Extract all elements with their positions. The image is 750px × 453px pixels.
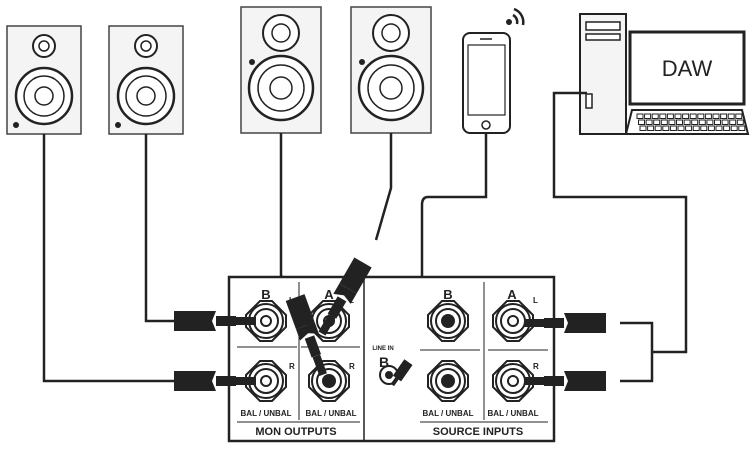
cable-phone-to-line-in (404, 133, 488, 369)
line-in-label: LINE IN (372, 346, 393, 352)
source-pair-b-label: B (443, 287, 452, 302)
keyboard-key (697, 113, 705, 119)
keyboard-key (662, 125, 670, 131)
line-in-jack[interactable] (379, 365, 399, 385)
keyboard-key (654, 125, 662, 131)
keyboard-key (659, 113, 667, 119)
keyboard-key (645, 119, 653, 125)
keyboard-key (720, 113, 728, 119)
interface-panel (227, 275, 556, 443)
keyboard-key (682, 113, 690, 119)
keyboard-key (692, 125, 700, 131)
keyboard-key (677, 125, 685, 131)
mon-b-balance-label: BAL / UNBAL (241, 409, 292, 418)
source-a-right-marker: R (533, 362, 539, 371)
keyboard-key (644, 113, 652, 119)
keyboard-key (666, 113, 674, 119)
keyboard-key (676, 119, 683, 125)
keyboard-key (660, 119, 668, 125)
keyboard-key (683, 119, 691, 125)
keyboard-key (636, 113, 644, 119)
keyboard-key (668, 119, 676, 125)
mon-pair-a-label: A (324, 287, 334, 302)
keyboard-key (729, 119, 737, 125)
cable-large-speaker-2-to-mon-a-left (374, 133, 393, 241)
mon-a-balance-label: BAL / UNBAL (306, 409, 357, 418)
keyboard-key (700, 125, 708, 131)
mon-a-right-marker: R (349, 362, 355, 371)
keyboard-key (674, 113, 682, 119)
keyboard-key (736, 119, 744, 125)
keyboard-icon (624, 109, 750, 135)
speaker-large-1 (240, 6, 322, 134)
monitor-icon: DAW (628, 30, 746, 106)
cable-computer-to-source-a (552, 91, 688, 354)
keyboard-key (691, 119, 699, 125)
keyboard-key (738, 125, 746, 131)
keyboard-key (689, 113, 697, 119)
source-b-balance-label: BAL / UNBAL (423, 409, 474, 418)
keyboard-key (651, 113, 659, 119)
source-inputs-title: SOURCE INPUTS (433, 426, 523, 438)
source-a-balance-label: BAL / UNBAL (488, 409, 539, 418)
smartphone-icon (462, 32, 511, 134)
speaker-large-2 (350, 6, 432, 134)
keyboard-key (638, 119, 645, 125)
cables (42, 91, 688, 383)
plug-phone-to-line-in (390, 359, 413, 387)
plug-speaker-1-to-mon-b-right (174, 371, 256, 391)
mon-outputs-title: MON OUTPUTS (255, 426, 336, 438)
keyboard-key (723, 125, 731, 131)
keyboard-key (715, 125, 723, 131)
keyboard-key (707, 125, 715, 131)
computer-tower-icon (579, 13, 627, 135)
plug-speaker-2-to-mon-b-left (174, 311, 256, 331)
cable-speaker-1-to-mon-b-right (42, 134, 178, 383)
plug-daw-to-source-a-right (524, 371, 606, 391)
keyboard-key (712, 113, 720, 119)
mon-pair-b-label: B (261, 287, 270, 302)
keyboard-key (669, 125, 677, 131)
plug-daw-to-source-a-left (524, 313, 606, 333)
mon-b-left-marker: L (289, 296, 294, 305)
mon-a-left-marker: L (349, 296, 354, 305)
keyboard-key (698, 119, 706, 125)
keyboard-key (639, 125, 647, 131)
daw-label: DAW (662, 56, 713, 81)
line-in-name: B (379, 354, 389, 370)
cable-speaker-2-to-mon-b-left (144, 134, 178, 323)
plug-large-speaker-1-to-mon-a-right (285, 294, 327, 376)
source-pair-a-label: A (507, 287, 517, 302)
keyboard-key (647, 125, 655, 131)
keyboard-key (721, 119, 729, 125)
mon-b-right-marker: R (289, 362, 295, 371)
keyboard-key (730, 125, 738, 131)
keyboard-key (653, 119, 661, 125)
keyboard-key (685, 125, 693, 131)
speaker-small-1 (6, 25, 82, 135)
plug-large-speaker-2-to-mon-a-left (318, 257, 372, 336)
keyboard-key (727, 113, 735, 119)
wireless-signal-icon (506, 7, 525, 26)
keyboard-key (704, 113, 712, 119)
source-a-left-marker: L (533, 296, 538, 305)
keyboard-key (735, 113, 743, 119)
keyboard-key (714, 119, 721, 125)
keyboard-key (706, 119, 714, 125)
speaker-small-2 (108, 25, 184, 135)
